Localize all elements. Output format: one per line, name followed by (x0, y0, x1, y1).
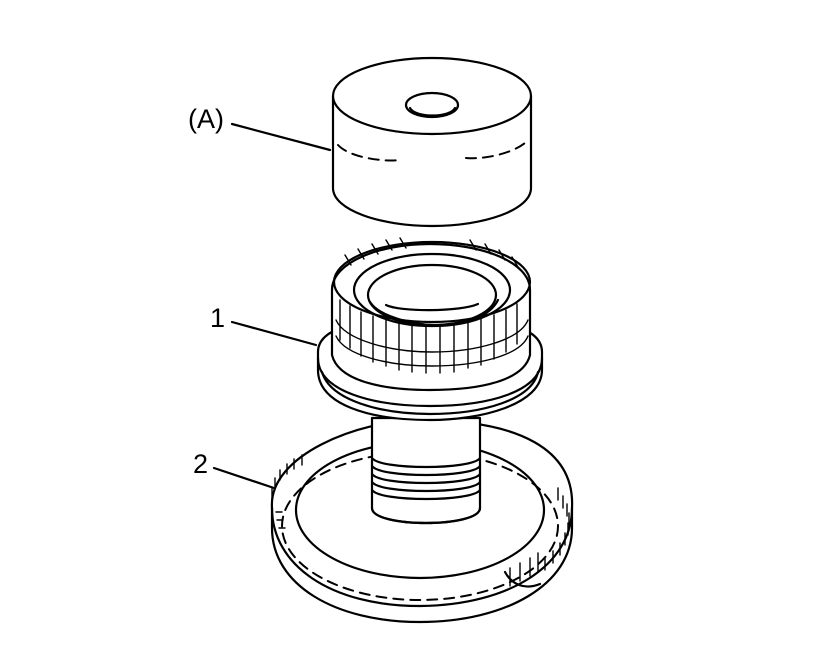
tool-cylinder-a (331, 56, 533, 228)
bearing-shaft-part-1 (316, 237, 544, 525)
callout-part-2: 2 (193, 449, 209, 479)
leader-line-2 (212, 466, 276, 490)
callout-tool-a: (A) (188, 104, 224, 134)
leader-line-1 (230, 320, 318, 347)
leader-line-a (230, 122, 332, 152)
callout-part-1: 1 (210, 303, 226, 333)
